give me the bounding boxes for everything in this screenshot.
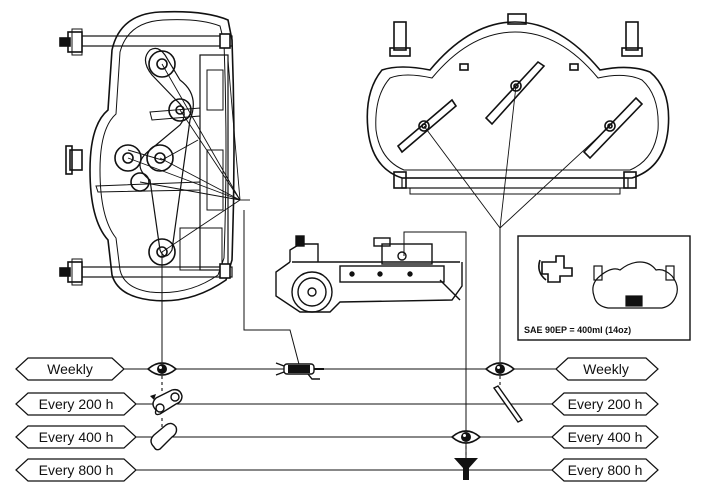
mower-deck-underside-view xyxy=(366,13,670,362)
mini-deck-icon xyxy=(592,261,678,309)
interval-right-weekly: Weekly xyxy=(555,357,659,381)
interval-right-weekly-label: Weekly xyxy=(583,361,629,377)
interval-left-200h: Every 200 h xyxy=(15,392,137,416)
interval-labels-left: Weekly Every 200 h Every 400 h Every 800… xyxy=(15,357,137,482)
interval-right-800h-label: Every 800 h xyxy=(568,462,643,478)
interval-left-weekly-label: Weekly xyxy=(47,361,93,377)
interval-labels-right: Weekly Every 200 h Every 400 h Every 800… xyxy=(551,357,659,482)
interval-left-800h: Every 800 h xyxy=(15,458,137,482)
eye-icon xyxy=(450,430,482,444)
interval-right-400h-label: Every 400 h xyxy=(568,429,643,445)
interval-left-400h: Every 400 h xyxy=(15,425,137,449)
interval-right-400h: Every 400 h xyxy=(551,425,659,449)
grease-gun-icon xyxy=(275,362,324,380)
belt-replace-icon xyxy=(150,422,178,451)
oil-spec-panel: SAE 90EP = 400ml (14oz) xyxy=(517,235,691,341)
interval-left-weekly: Weekly xyxy=(15,357,125,381)
eye-icon xyxy=(146,362,178,376)
funnel-icon xyxy=(454,458,478,480)
interval-left-800h-label: Every 800 h xyxy=(39,462,114,478)
interval-left-200h-label: Every 200 h xyxy=(39,396,114,412)
interval-right-800h: Every 800 h xyxy=(551,458,659,482)
gearbox-icon xyxy=(538,255,573,283)
schedule-lines xyxy=(124,368,556,471)
mower-deck-side-view xyxy=(275,231,467,460)
oil-spec-text: SAE 90EP = 400ml (14oz) xyxy=(524,325,631,335)
mower-deck-top-view xyxy=(59,10,301,369)
eye-icon xyxy=(484,362,516,376)
blade-icon xyxy=(492,385,524,423)
interval-left-400h-label: Every 400 h xyxy=(39,429,114,445)
interval-right-200h: Every 200 h xyxy=(551,392,659,416)
belt-icon xyxy=(150,388,183,416)
interval-right-200h-label: Every 200 h xyxy=(568,396,643,412)
